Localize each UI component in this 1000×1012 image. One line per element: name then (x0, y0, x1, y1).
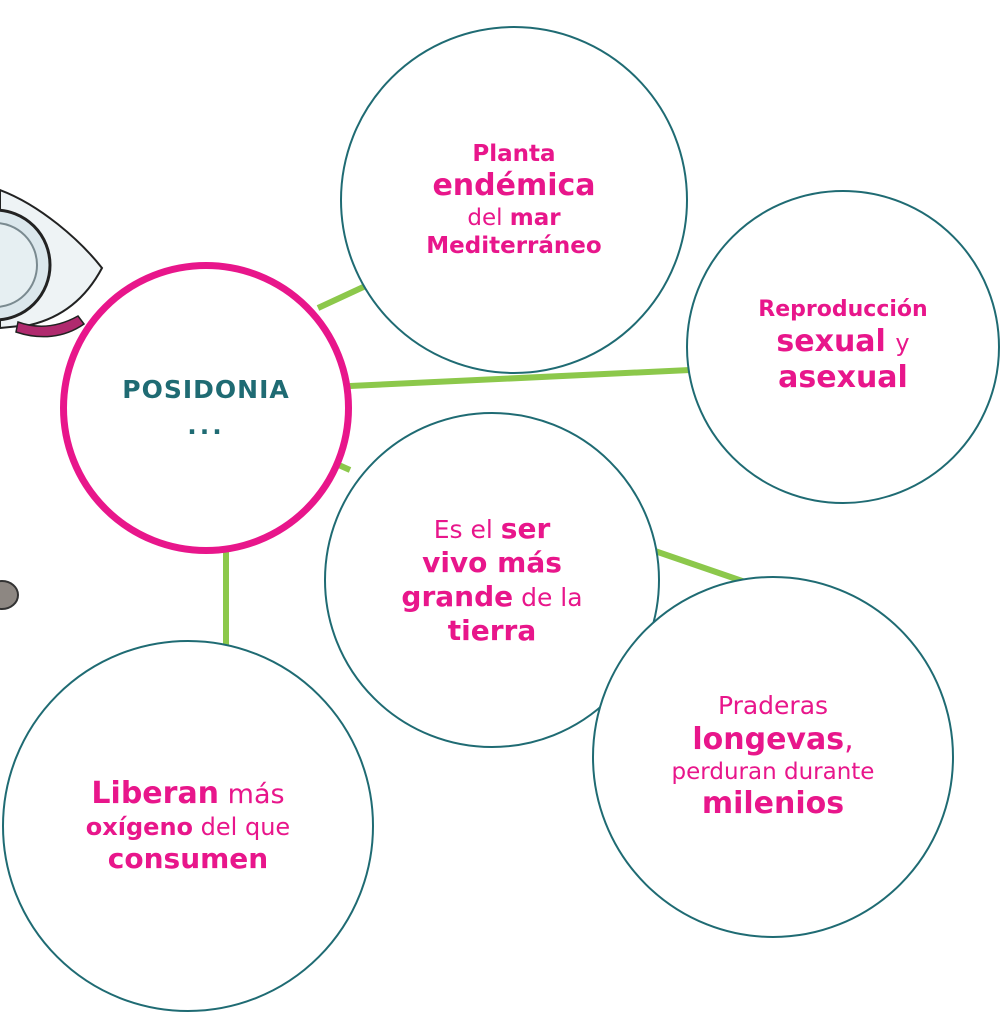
reproduction-line-2a: sexual (776, 323, 886, 359)
magnifying-glass-lens-icon (0, 222, 38, 308)
endemic-line-4: Mediterráneo (426, 233, 602, 260)
meadows-line-2a: longevas (692, 721, 845, 757)
reproduction-line-3: asexual (778, 360, 908, 396)
largest-line-4: tierra (447, 614, 537, 648)
meadows-line-3: perduran durante (671, 759, 875, 786)
endemic-line-3b: mar (509, 205, 561, 232)
largest-line-3a: grande (401, 580, 514, 613)
oxygen-line-3: consumen (107, 841, 269, 875)
pebble-shape (0, 580, 19, 610)
reproduction-line-1: Reproducción (758, 296, 928, 322)
meadows-line-4: milenios (701, 786, 845, 822)
oxygen-line-1a: Liberan (91, 775, 220, 811)
largest-line-1b: ser (500, 511, 551, 545)
largest-line-3b: de la (521, 583, 583, 612)
oxygen-line-2b: del que (200, 812, 291, 841)
connector-meadows (651, 547, 749, 586)
eyelash-shape (15, 315, 86, 338)
endemic-line-1: Planta (472, 140, 556, 167)
center-ellipsis: ... (187, 411, 225, 440)
bubble-endemic-plant: Planta endémica del mar Mediterráneo (340, 26, 688, 374)
bubble-long-lived-meadows: Praderas longevas, perduran durante mile… (592, 576, 954, 938)
center-title: POSIDONIA (122, 374, 290, 404)
endemic-line-2: endémica (432, 167, 596, 203)
center-bubble-posidonia: POSIDONIA ... (60, 262, 352, 554)
bubble-oxygen: Liberan más oxígeno del que consumen (2, 640, 374, 1012)
reproduction-line-2b: y (895, 328, 910, 357)
meadows-line-1: Praderas (717, 691, 829, 721)
meadows-line-2b: , (844, 721, 854, 757)
connector-reproduction (349, 367, 691, 389)
largest-line-1a: Es el (433, 514, 493, 544)
largest-line-2: vivo más (422, 545, 562, 579)
endemic-line-3a: del (467, 205, 503, 232)
oxygen-line-2a: oxígeno (85, 812, 194, 841)
bubble-reproduction: Reproducción sexual y asexual (686, 190, 1000, 504)
oxygen-line-1b: más (227, 778, 285, 810)
